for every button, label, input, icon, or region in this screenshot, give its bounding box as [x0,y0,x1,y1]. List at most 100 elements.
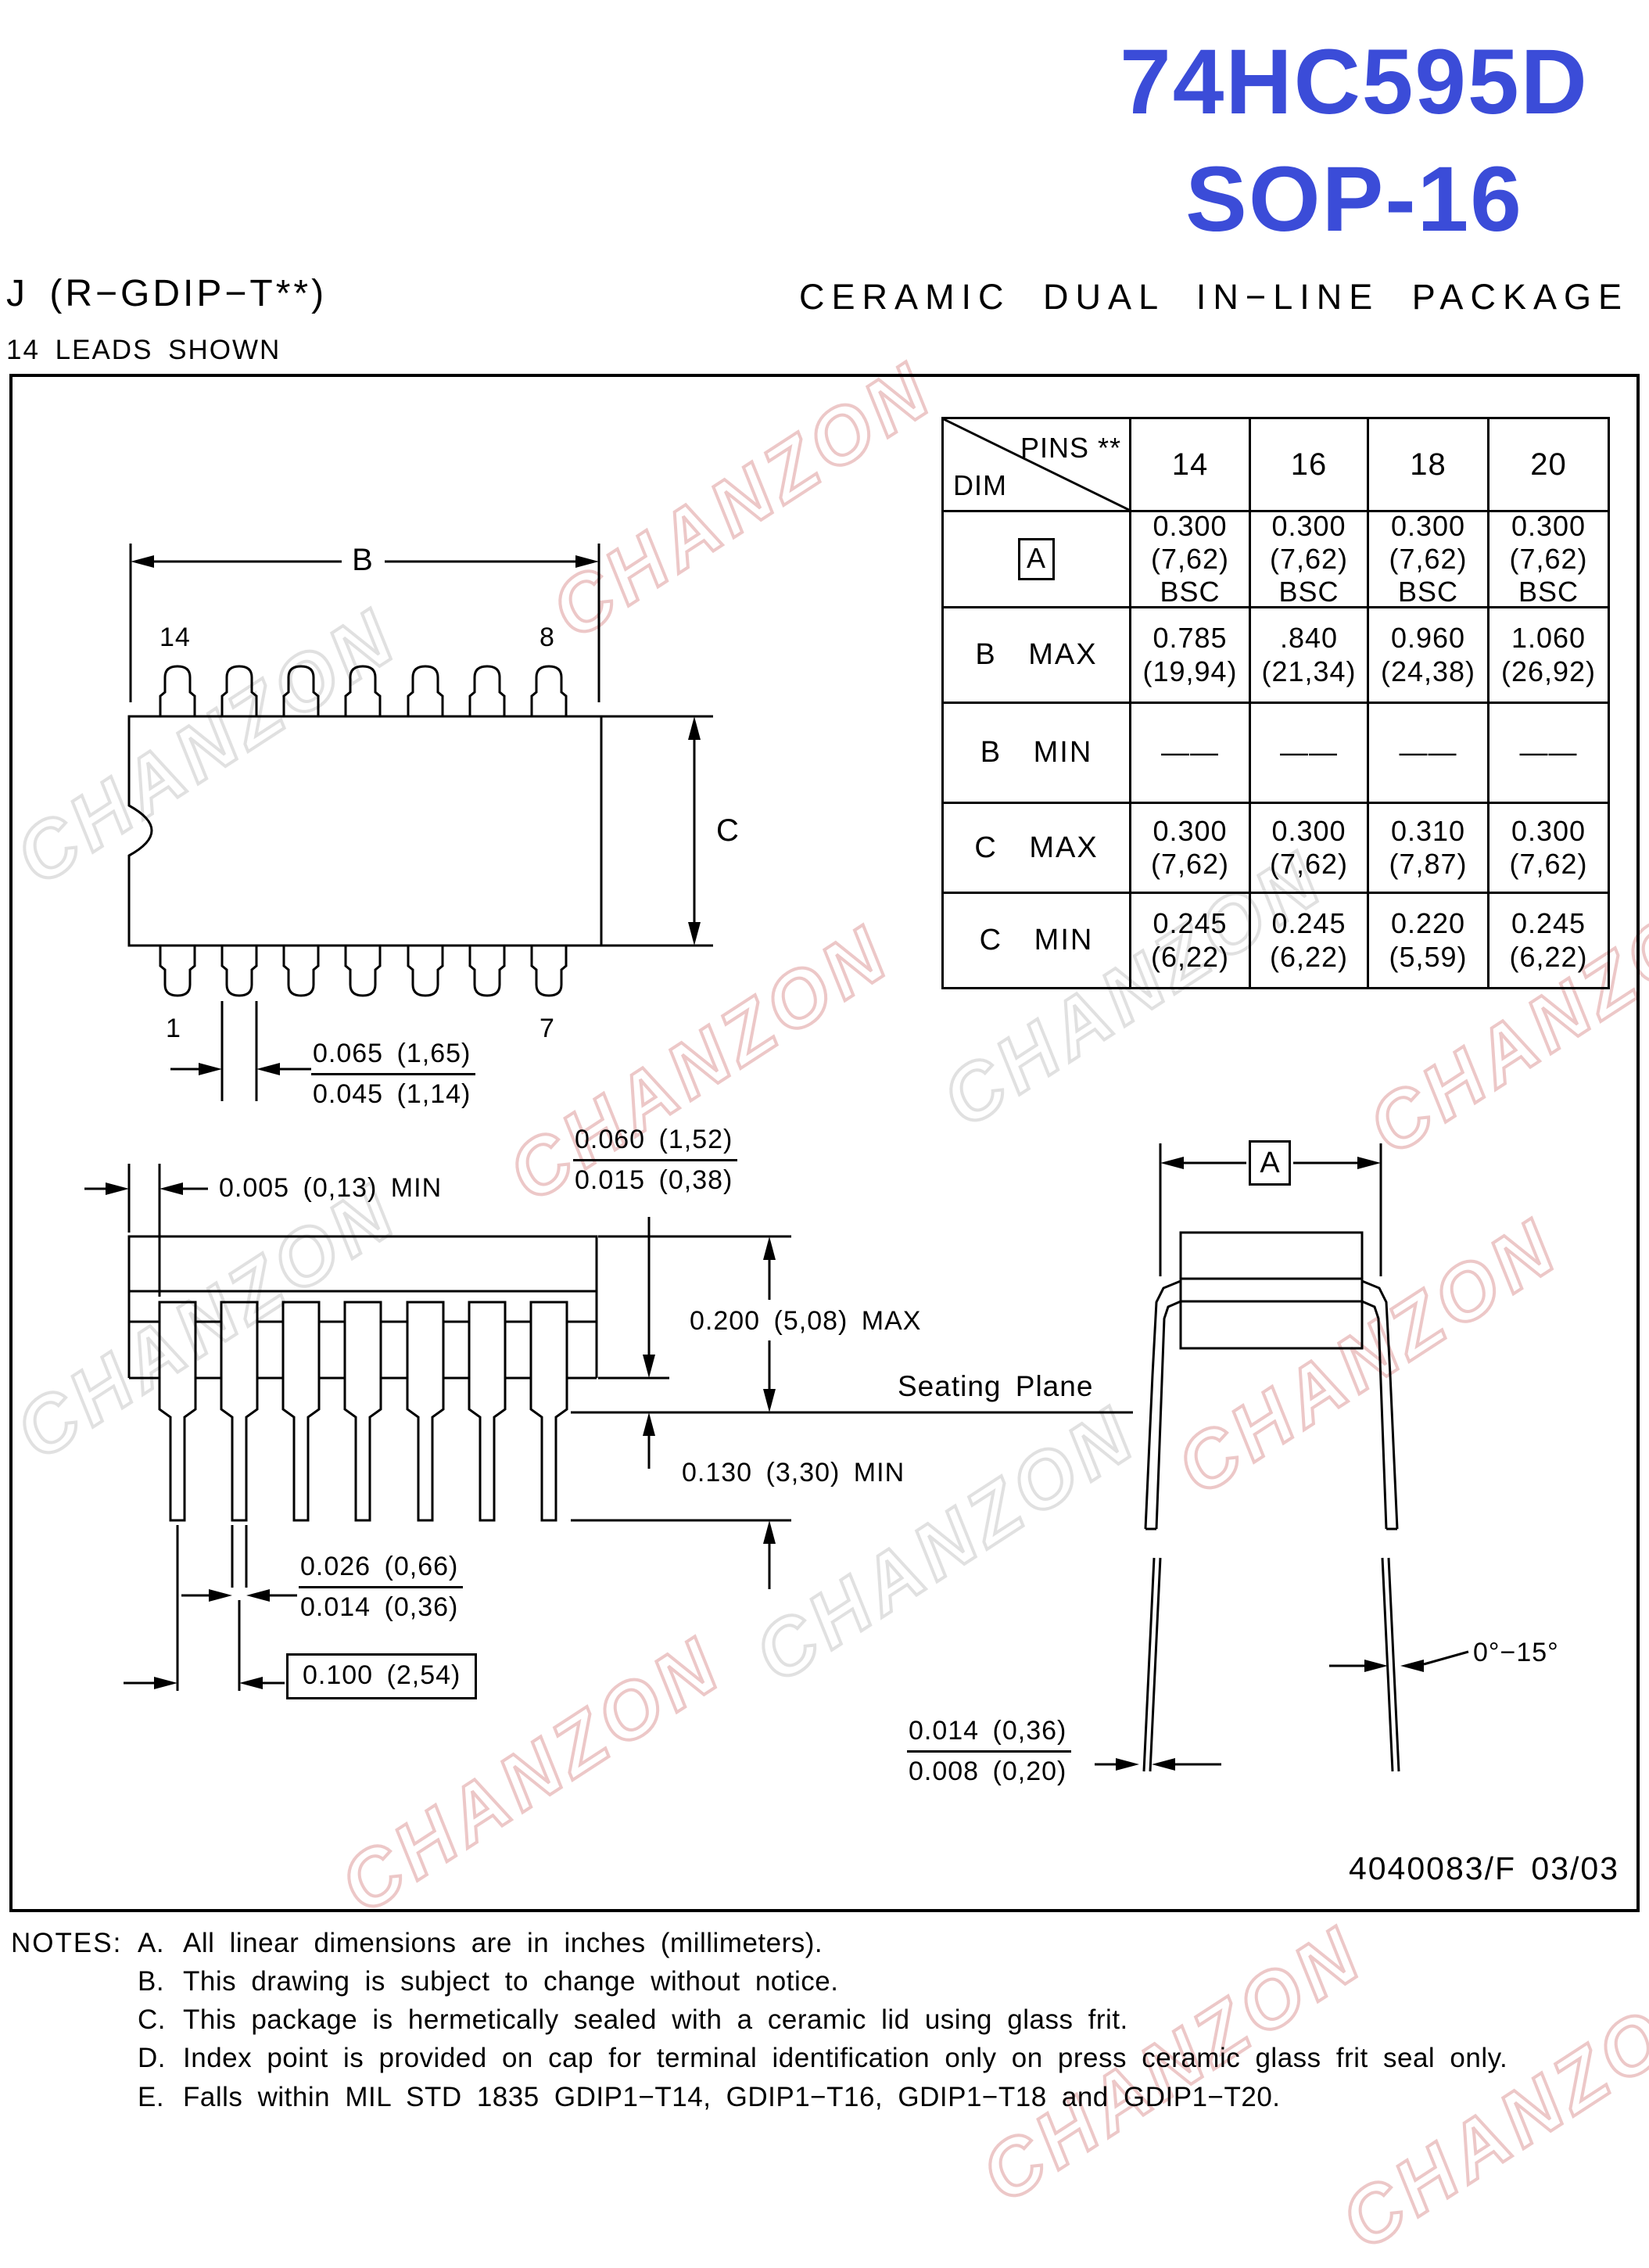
standoff-max: 0.060 (1,52) [573,1125,738,1161]
table-cell: .840 (21,34) [1251,608,1369,704]
lead-width-dimension: 0.065 (1,65) 0.045 (1,14) [311,1039,476,1110]
dim-c-extension-lines [601,715,713,947]
package-title: SOP-16 [1185,148,1523,251]
standoff-dimension: 0.060 (1,52) 0.015 (0,38) [573,1125,738,1196]
note-text: This package is hermetically sealed with… [183,2004,1128,2035]
row-label-a: A [944,512,1131,608]
lead-thickness-min: 0.014 (0,36) [300,1592,459,1622]
dim-c-label: C [716,813,740,848]
note-c: C. This package is hermetically sealed wi… [138,2004,1128,2036]
lead-width-min: 0.045 (1,14) [313,1079,471,1109]
note-e: E. Falls within MIL STD 1835 GDIP1−T14, G… [138,2082,1281,2113]
edge-clearance-extension-lines [127,1164,161,1297]
table-cell: —— [1489,704,1608,804]
note-id: B. [138,1966,165,1997]
pin-7-label: 7 [540,1014,555,1043]
drawing-code: J (R−GDIP−T**) [6,273,328,314]
row-label-b-max: B MAX [944,608,1131,704]
left-lead [1144,1279,1181,1531]
lead-width-extension-lines [220,1001,258,1101]
note-a: A. All linear dimensions are in inches (m… [138,1928,823,1959]
watermark: CHANZON [535,343,950,657]
standoff-dim-lines [598,1217,669,1469]
table-cell: 0.960 (24,38) [1369,608,1489,704]
lead-angle-label: 0°−15° [1473,1638,1559,1667]
lead-profile-max: 0.014 (0,36) [907,1716,1072,1753]
pin-count-column-16: 16 [1251,419,1369,512]
pin-count-column-14: 14 [1131,419,1251,512]
table-cell: 0.245 (6,22) [1509,907,1588,973]
table-cell: 0.220 (5,59) [1369,894,1489,987]
left-lead-lower [1142,1557,1162,1772]
table-cell: 0.300 (7,62) BSC [1489,510,1608,608]
table-cell: 0.300 (7,62) BSC [1369,510,1489,608]
product-title: 74HC595D [1120,31,1589,134]
seating-plane-label: Seating Plane [898,1370,1094,1402]
side-view-drawing [84,1164,1133,1691]
pins-header-label: PINS ** [1020,432,1121,464]
table-cell: 0.300 (7,62) [1251,804,1369,894]
pin-14-label: 14 [160,623,191,652]
edge-clearance-label: 0.005 (0,13) MIN [219,1173,443,1203]
table-corner-cell: PINS ** DIM [944,419,1131,512]
lead-thickness-extension-lines [176,1525,248,1691]
watermark: CHANZON [0,1165,414,1478]
table-cell: —— [1131,704,1251,804]
table-cell: 0.300 (7,62) BSC [1251,510,1369,608]
note-text: This drawing is subject to change withou… [183,1966,839,1997]
product-title-block: 74HC595D SOP-16 [1104,23,1604,258]
table-cell: 0.245 (6,22) [1251,894,1369,987]
package-description: CERAMIC DUAL IN−LINE PACKAGE [799,277,1629,317]
table-cell: 0.785 (19,94) [1131,608,1251,704]
table-cell: —— [1251,704,1369,804]
boxed-a-label: A [1017,537,1055,581]
body-height-label: 0.200 (5,08) MAX [690,1306,922,1336]
note-id: D. [138,2043,166,2073]
lead-thickness-dimension: 0.026 (0,66) 0.014 (0,36) [299,1552,464,1623]
note-text: All linear dimensions are in inches (mil… [183,1928,823,1958]
lead-width-max: 0.065 (1,65) [311,1039,476,1075]
standoff-min: 0.015 (0,38) [575,1165,733,1195]
pin-count-column-20: 20 [1489,419,1608,512]
note-d: D. Index point is provided on cap for ter… [138,2043,1507,2074]
watermark: CHANZON [1160,1200,1576,1513]
table-cell: 0.300 (7,62) [1131,804,1251,894]
dimension-table: PINS ** DIM 14 16 18 20 A 0.300 (7,62) B… [941,417,1610,989]
document-reference: 4040083/F 03/03 [1348,1850,1619,1886]
lead-profile-dimension: 0.014 (0,36) 0.008 (0,20) [907,1716,1072,1787]
right-lead-lower [1381,1557,1400,1772]
pin-1-label: 1 [166,1014,181,1043]
notes-heading: NOTES: [11,1928,123,1958]
dim-a-letter: A [1260,1146,1280,1179]
row-label-c-min: C MIN [944,894,1131,987]
watermark: CHANZON [738,1387,1153,1701]
dim-a-box-label: A [1249,1140,1291,1186]
table-cell: 0.310 (7,87) [1369,804,1489,894]
pin-count-column-18: 18 [1369,419,1489,512]
table-cell: 1.060 (26,92) [1489,608,1608,704]
note-b: B. This drawing is subject to change with… [138,1966,838,1997]
pin-length-label: 0.130 (3,30) MIN [682,1458,905,1487]
watermark: CHANZON [1325,1954,1649,2268]
pin-pitch-box: 0.100 (2,54) [286,1653,478,1699]
watermark: CHANZON [0,590,414,903]
dim-header-label: DIM [953,468,1007,501]
dim-b-label: B [352,543,374,577]
note-text: Falls within MIL STD 1835 GDIP1−T14, GDI… [183,2082,1281,2112]
table-cell: 0.245 (6,22) [1131,894,1251,987]
note-id: E. [138,2082,165,2112]
lead-thickness-max: 0.026 (0,66) [299,1552,464,1588]
datasheet-page: CHANZON CHANZON CHANZON CHANZON CHANZON … [0,23,1649,2268]
note-text: Index point is provided on cap for termi… [183,2043,1508,2073]
leads-shown-label: 14 LEADS SHOWN [6,335,281,365]
pin-8-label: 8 [540,623,555,652]
note-id: A. [138,1928,165,1958]
row-label-b-min: B MIN [944,704,1131,804]
lead-profile-min: 0.008 (0,20) [909,1757,1067,1786]
lead-angle-arrow-lines [1329,1650,1469,1667]
row-label-c-max: C MAX [944,804,1131,894]
end-body-seams [1181,1277,1362,1303]
table-cell: —— [1369,704,1489,804]
note-id: C. [138,2004,166,2035]
table-cell: 0.300 (7,62) [1489,804,1608,894]
